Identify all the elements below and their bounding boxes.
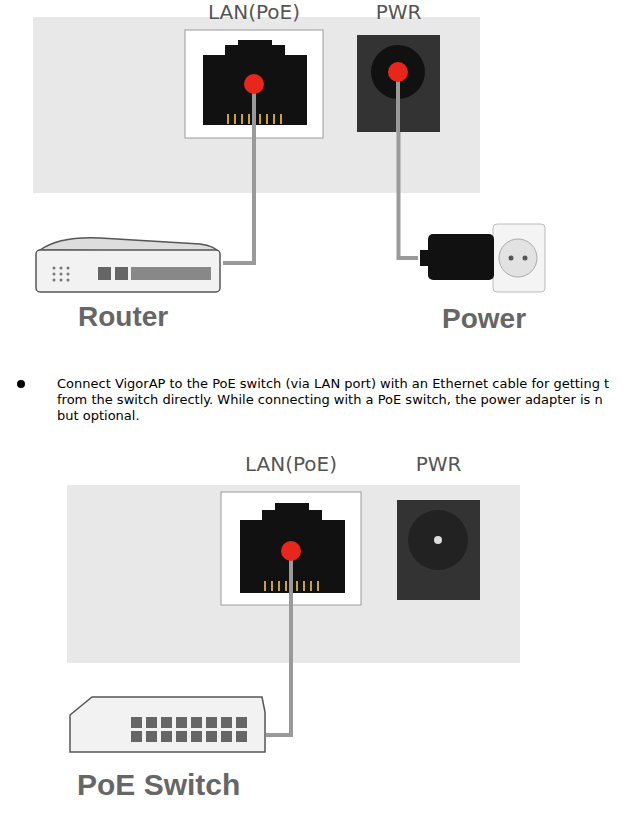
adapter-plug (420, 250, 430, 266)
switch-ports (131, 717, 247, 742)
router-body (36, 250, 220, 292)
port-label: LAN(PoE) (171, 452, 411, 476)
plug-dot (244, 74, 264, 94)
power-pin (434, 536, 442, 544)
port-label: PWR (347, 452, 530, 476)
ethernet-cable (266, 605, 291, 735)
plug-dot (281, 541, 301, 561)
ethernet-cable (399, 132, 419, 258)
port-label: LAN(PoE) (135, 0, 373, 24)
bullet (17, 380, 25, 388)
ethernet-cable (223, 138, 254, 263)
device-label: Power (442, 302, 526, 336)
port-label: PWR (307, 0, 490, 24)
power-jack (408, 510, 468, 570)
device-label: Router (78, 300, 168, 334)
power-port: PWR (397, 500, 480, 600)
power-jack-frame (357, 35, 440, 132)
device-panel (33, 17, 480, 193)
router-port (115, 267, 128, 280)
power-source: Power (418, 220, 550, 338)
device-label: PoE Switch (77, 768, 240, 802)
poe-switch: PoE Switch (66, 692, 266, 807)
lan-port: LAN(PoE) (221, 492, 361, 605)
power-jack-frame (397, 500, 480, 600)
wall-outlet (493, 224, 545, 292)
lan-port: LAN(PoE) (185, 30, 323, 138)
switch-body (70, 697, 265, 752)
lan-port-frame (185, 30, 323, 138)
router-vents (53, 267, 70, 282)
device-panel (67, 485, 520, 663)
router-panel (131, 267, 211, 280)
outlet-hole (509, 256, 514, 261)
router-port (98, 267, 111, 280)
power-port: PWR (357, 35, 440, 132)
power-adapter (428, 234, 494, 280)
outlet-hole (523, 256, 528, 261)
outlet-socket (499, 239, 537, 277)
note-text: Connect VigorAP to the PoE switch (via L… (57, 376, 622, 424)
router: Router (33, 230, 223, 338)
plug-dot (388, 62, 408, 82)
lan-port-frame (221, 492, 361, 605)
